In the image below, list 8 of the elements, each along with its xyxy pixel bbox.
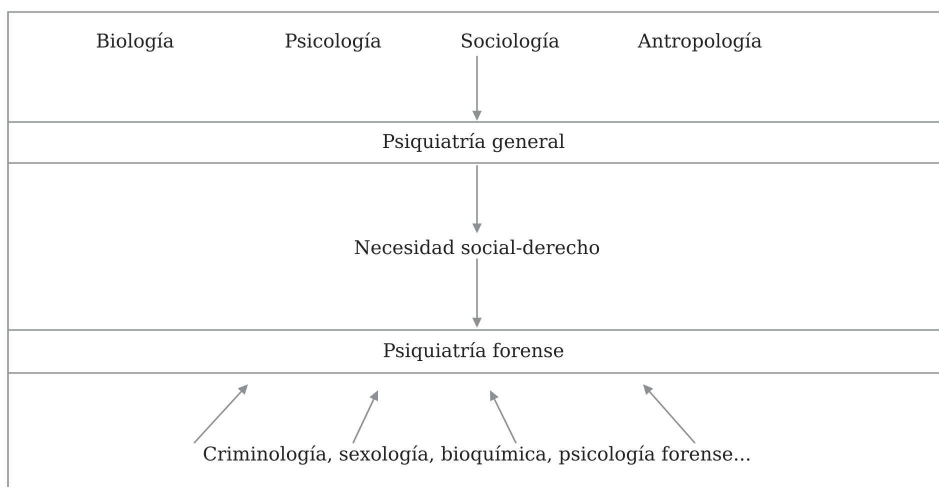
band-row: Psiquiatría forense xyxy=(7,329,939,374)
discipline-label: Criminología, sexología, bioquímica, psicología forense... xyxy=(204,445,750,465)
discipline-label: Biología xyxy=(96,32,174,52)
band-row: Psiquiatría general xyxy=(7,121,939,164)
discipline-label: Antropología xyxy=(638,32,762,52)
discipline-label: Psicología xyxy=(286,32,381,52)
discipline-label: Sociología xyxy=(462,32,560,52)
discipline-label: Necesidad social-derecho xyxy=(354,240,600,254)
